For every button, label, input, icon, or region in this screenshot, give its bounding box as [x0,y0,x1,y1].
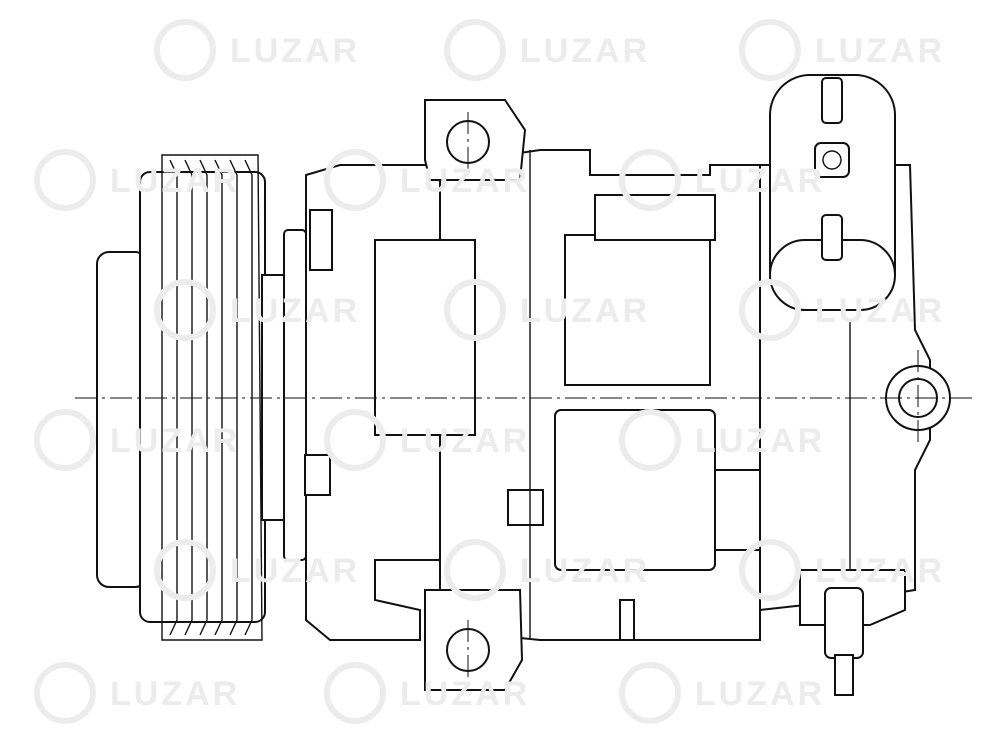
watermark-logo-icon [619,662,681,724]
watermark-text: LUZAR [110,422,240,460]
fitting-top [821,77,843,124]
watermark-text: LUZAR [230,552,360,590]
clutch-ring [283,229,307,561]
body-rib-right [714,469,761,551]
watermark-text: LUZAR [815,292,945,330]
watermark-logo-icon [619,149,681,211]
watermark-logo-icon [324,409,386,471]
watermark-text: LUZAR [230,32,360,70]
watermark-logo-icon [324,149,386,211]
watermark-text: LUZAR [400,422,530,460]
watermark-logo-icon [154,19,216,81]
pulley-rim [161,154,263,641]
body-window-left [374,239,476,436]
fitting-middle-bore [822,150,842,170]
front-bolt-bottom [304,454,331,496]
watermark-text: LUZAR [230,292,360,330]
fitting-bottom [821,214,843,261]
watermark-logo-icon [444,539,506,601]
pulley-groove [169,159,178,636]
watermark-logo-icon [324,662,386,724]
body-boss [507,489,544,526]
watermark-logo-icon [444,279,506,341]
connector-plug [824,587,864,659]
fitting-middle [814,142,850,178]
watermark-logo-icon [34,409,96,471]
watermark-logo-icon [154,279,216,341]
watermark-logo-icon [444,19,506,81]
watermark-text: LUZAR [400,675,530,713]
body-window-lower [554,409,716,571]
watermark-text: LUZAR [110,675,240,713]
front-bolt-top [309,209,333,271]
body-rib-top [594,194,716,241]
watermark-text: LUZAR [695,422,825,460]
watermark-logo-icon [34,662,96,724]
watermark-logo-icon [739,279,801,341]
body-window-upper [564,234,711,386]
connector-pin [834,654,854,696]
watermark-logo-icon [34,149,96,211]
watermark-logo-icon [619,409,681,471]
watermark-text: LUZAR [110,162,240,200]
watermark-logo-icon [739,539,801,601]
watermark-layer: LUZAR LUZAR LUZAR LUZAR LUZAR LUZAR LUZAR LUZAR… [34,19,945,724]
watermark-text: LUZAR [520,292,650,330]
watermark-text: LUZAR [520,32,650,70]
watermark-logo-icon [154,539,216,601]
watermark-text: LUZAR [400,162,530,200]
body-tab [619,599,635,641]
watermark-text: LUZAR [520,552,650,590]
watermark-text: LUZAR [815,32,945,70]
watermark-text: LUZAR [695,162,825,200]
watermark-text: LUZAR [815,552,945,590]
watermark-logo-icon [739,19,801,81]
watermark-text: LUZAR [695,675,825,713]
